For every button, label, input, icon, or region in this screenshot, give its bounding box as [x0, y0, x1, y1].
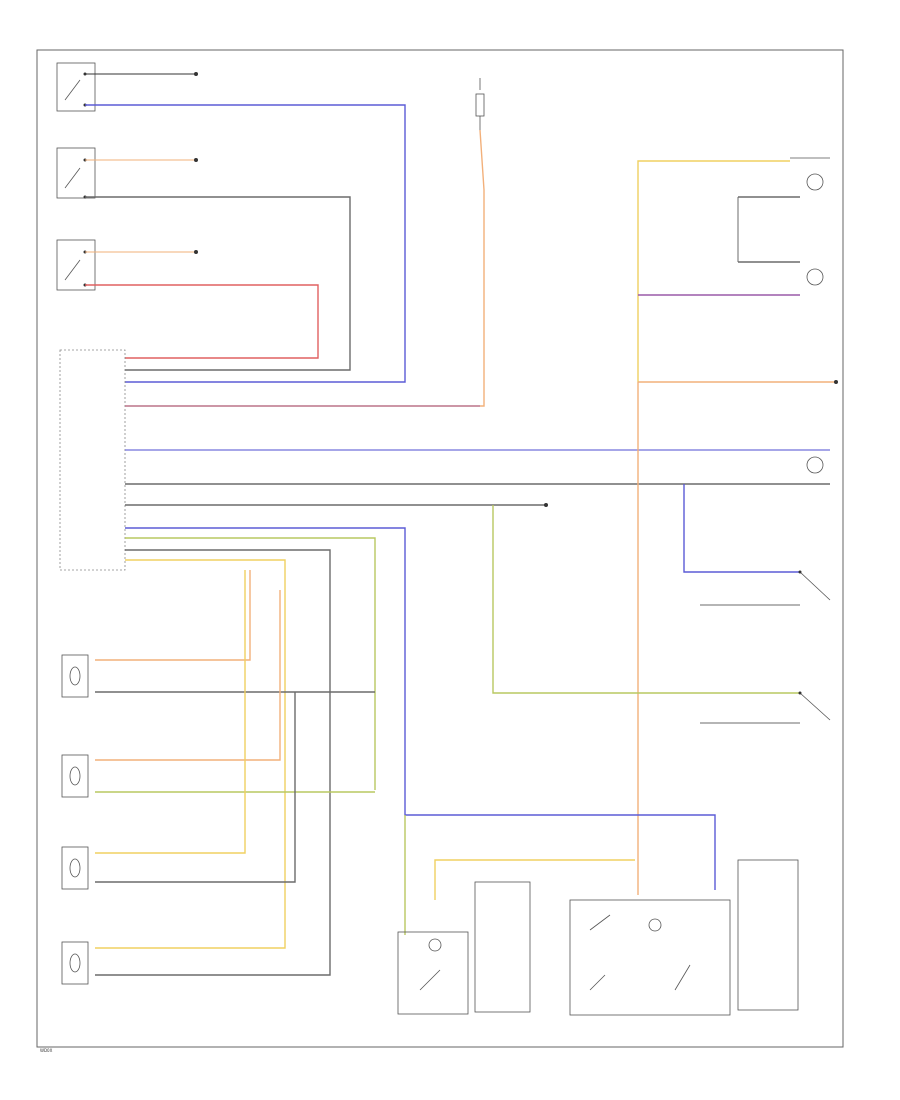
wire-yellow-lower-b — [95, 570, 246, 854]
wire-blue-lower — [125, 527, 716, 890]
left-rear-door-switch — [56, 147, 96, 199]
overhead-console-assembly — [569, 899, 731, 1016]
map-light-assembly — [397, 859, 635, 1015]
control-module-outline — [59, 349, 126, 571]
left-courtesy-light — [61, 846, 89, 890]
wire-yellow-right-top — [637, 160, 790, 382]
wire-orange-lower-b — [95, 590, 281, 761]
trunk-switch — [798, 570, 831, 601]
left-front-door-switch — [798, 691, 831, 721]
wire-orange-fuse-feed — [125, 129, 485, 407]
wire-green-lf-door — [492, 505, 800, 694]
trunk-light — [806, 456, 824, 474]
wire-yellow-lower — [95, 559, 286, 949]
right-rear-door-switch — [56, 239, 96, 291]
cargo-light-upper — [790, 157, 830, 286]
fuse-top-center — [475, 78, 485, 130]
left-rear-courtesy-light — [61, 654, 89, 698]
wire-blue-rf-door — [85, 104, 406, 383]
right-front-door-switch — [56, 62, 96, 112]
right-courtesy-light — [61, 941, 89, 985]
right-rear-courtesy-light — [61, 754, 89, 798]
wire-blue-trunk-switch — [683, 484, 800, 573]
vanity-light-assembly — [737, 859, 799, 1011]
wire-gray-lower-c — [95, 692, 296, 883]
sunroof-light-assembly — [474, 881, 531, 1013]
wire-red-rr-door — [85, 284, 319, 359]
wire-gray-lower-a — [95, 549, 331, 976]
wire-orange-lower — [95, 570, 251, 661]
wire-gray-lr-door — [85, 196, 351, 371]
ground-stubs-top-left — [85, 72, 198, 254]
diagram-frame — [36, 49, 844, 1048]
footer-code: WD0X — [40, 1048, 53, 1053]
wire-green-lower — [125, 537, 376, 790]
